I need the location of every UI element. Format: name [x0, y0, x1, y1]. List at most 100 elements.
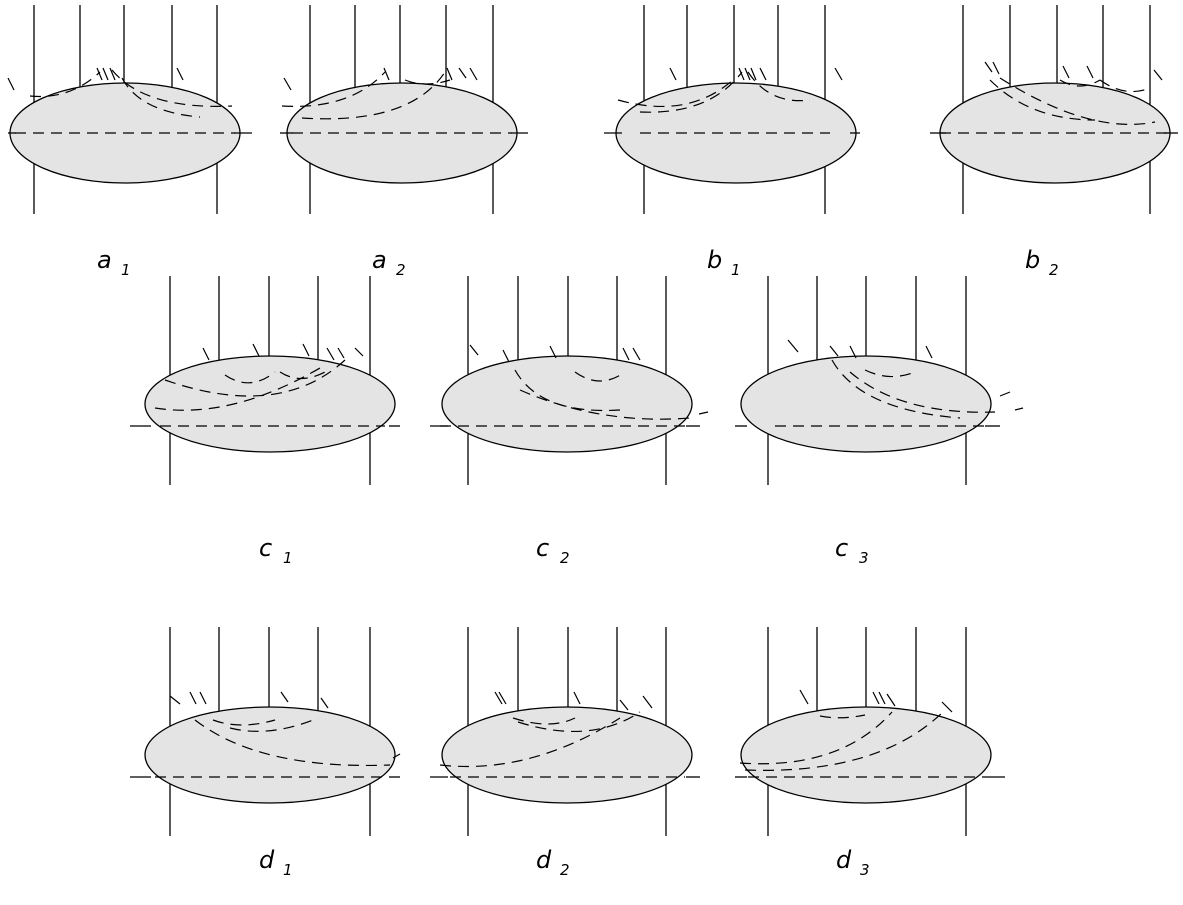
tick-mark: [834, 67, 843, 81]
dashed-gluon-line: [439, 717, 621, 768]
tick-mark: [549, 345, 557, 359]
tick-mark: [829, 345, 839, 357]
tick-mark: [169, 695, 181, 705]
diagram-label-index: 1: [121, 261, 131, 279]
dashed-gluon-line: [29, 71, 101, 98]
dashed-gluon-line: [154, 367, 321, 411]
tick-mark: [849, 345, 857, 359]
diagram-label: a: [97, 246, 112, 274]
dashed-gluon-line: [517, 711, 641, 733]
dashed-gluon-line: [512, 717, 576, 725]
dashed-gluon-line: [111, 69, 233, 107]
tick-mark: [383, 67, 390, 81]
tick-mark: [1014, 407, 1024, 411]
tick-mark: [392, 753, 401, 759]
tick-mark: [189, 691, 197, 705]
tick-mark: [337, 347, 345, 359]
diagram-label: c: [259, 534, 272, 562]
tick-mark: [787, 339, 799, 353]
interaction-blob: [441, 355, 693, 453]
dashed-gluon-line: [819, 714, 866, 719]
interaction-blob: [144, 355, 396, 453]
tick-mark: [320, 697, 329, 709]
dashed-gluon-line: [617, 77, 736, 108]
dashed-gluon-line: [229, 717, 319, 732]
tick-mark: [750, 67, 757, 81]
tick-mark: [469, 67, 478, 81]
tick-mark: [941, 701, 953, 713]
interaction-blob: [441, 706, 693, 804]
diagram-label-index: 1: [283, 861, 293, 879]
dashed-gluon-line: [281, 71, 386, 107]
diagram-label-index: 2: [1049, 261, 1059, 279]
tick-mark: [502, 349, 510, 363]
interaction-blob: [740, 706, 992, 804]
tick-mark: [354, 347, 364, 357]
dashed-gluon-line: [747, 71, 811, 102]
diagram-label-index: 3: [860, 861, 870, 879]
diagram-label: d: [536, 846, 552, 874]
diagram-label: d: [259, 846, 275, 874]
dashed-gluon-line: [831, 359, 961, 419]
tick-mark: [619, 699, 629, 711]
dashed-gluon-line: [301, 71, 446, 120]
tick-mark: [984, 61, 993, 73]
diagram-label-index: 2: [396, 261, 406, 279]
tick-mark: [669, 67, 677, 81]
dashed-gluon-line: [1099, 79, 1151, 93]
diagram-label: a: [372, 246, 387, 274]
interaction-blob: [144, 706, 396, 804]
dashed-gluon-line: [999, 77, 1156, 125]
tick-mark: [799, 689, 809, 705]
tick-mark: [176, 67, 184, 81]
dashed-gluon-line: [574, 371, 626, 382]
diagram-label-index: 3: [859, 549, 869, 567]
dashed-gluon-line: [164, 359, 346, 397]
tick-mark: [744, 67, 751, 81]
diagram-label: d: [836, 846, 852, 874]
tick-mark: [283, 77, 292, 91]
tick-mark: [498, 691, 507, 705]
tick-mark: [1153, 69, 1163, 81]
tick-mark: [925, 345, 933, 359]
dashed-gluon-line: [849, 371, 996, 413]
tick-mark: [109, 67, 116, 81]
tick-mark: [999, 391, 1011, 397]
tick-mark: [642, 695, 653, 709]
tick-mark: [202, 347, 210, 361]
tick-mark: [1062, 65, 1070, 79]
diagram-label: b: [1025, 246, 1040, 274]
tick-mark: [738, 67, 745, 81]
dashed-gluon-line: [989, 79, 1096, 121]
diagram-label: c: [536, 534, 549, 562]
dashed-gluon-line: [404, 79, 451, 85]
dashed-gluon-line: [864, 369, 916, 378]
dashed-gluon-line: [639, 71, 743, 113]
dashed-gluon-line: [212, 719, 276, 726]
diagram-label-index: 1: [731, 261, 741, 279]
tick-mark: [469, 344, 479, 356]
tick-mark: [252, 343, 260, 357]
tick-mark: [446, 67, 453, 81]
tick-mark: [1086, 65, 1094, 79]
tick-mark: [326, 347, 335, 361]
diagram-label-index: 1: [283, 549, 293, 567]
dashed-gluon-line: [279, 371, 326, 380]
tick-mark: [886, 693, 896, 707]
diagram-label: b: [707, 246, 722, 274]
dashed-gluon-line: [224, 371, 276, 384]
diagram-label-index: 2: [560, 549, 570, 567]
dashed-gluon-line: [519, 389, 691, 420]
tick-mark: [878, 691, 886, 705]
tick-mark: [199, 691, 207, 705]
tick-mark: [622, 347, 630, 361]
